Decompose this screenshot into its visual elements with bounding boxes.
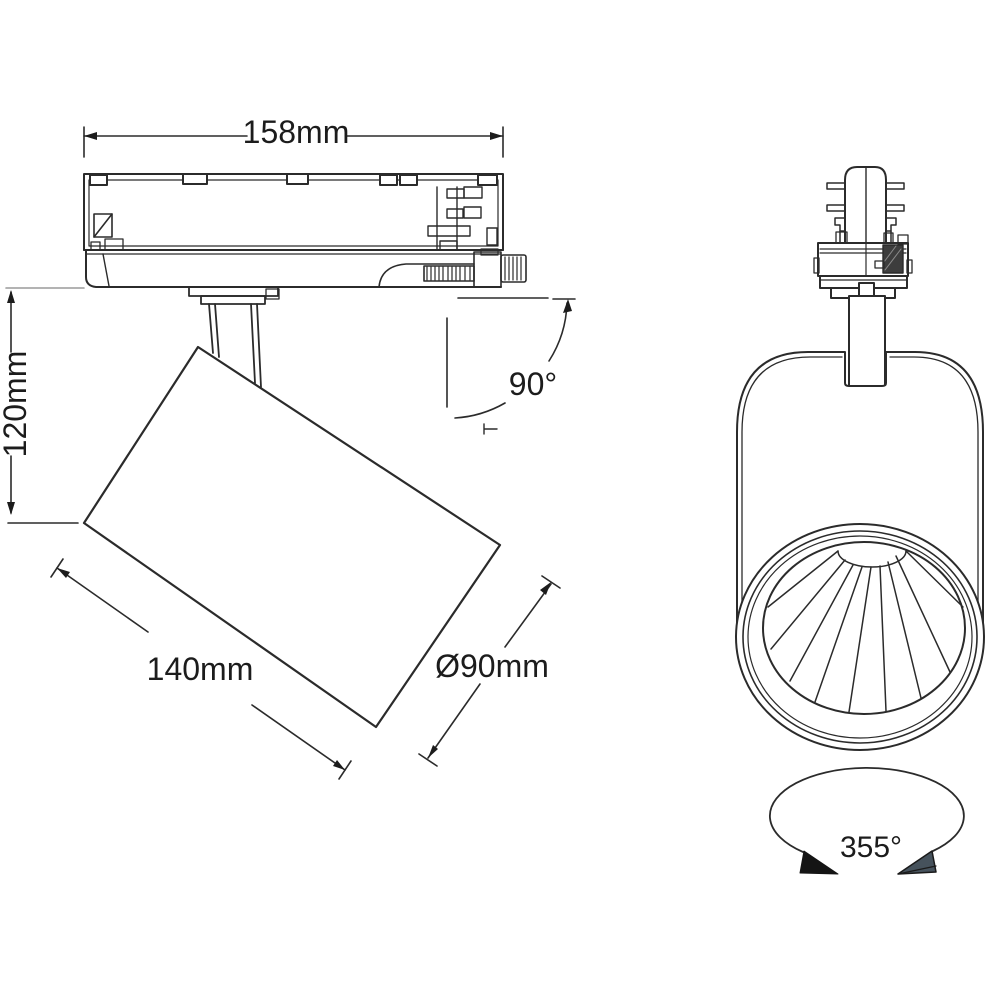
dim-label-track-width: 158mm <box>243 114 350 150</box>
adapter-top-clips <box>89 173 498 186</box>
rotation-355-annotation <box>768 766 965 875</box>
dimension-diameter-90mm <box>418 575 561 767</box>
dim-label-rotation-angle: 355° <box>840 831 902 864</box>
adapter-contact-block <box>427 186 498 251</box>
reflector-rim <box>762 541 966 715</box>
stem-front <box>848 295 886 387</box>
track-adapter-front <box>813 166 913 299</box>
angle-90-annotation <box>446 297 576 435</box>
side-view <box>5 126 576 780</box>
track-adapter-side <box>83 173 527 305</box>
stem-side <box>208 303 262 388</box>
reflector-facets <box>767 550 964 713</box>
front-view <box>735 166 985 875</box>
dimension-140mm <box>50 558 352 780</box>
dim-label-body-length: 140mm <box>147 651 254 687</box>
adapter-mount-plate <box>188 286 280 305</box>
rotation-arrow-left-icon <box>799 850 839 875</box>
dim-label-head-diameter: Ø90mm <box>435 648 549 684</box>
dimension-158mm <box>83 126 504 158</box>
dim-label-tilt-angle: 90° <box>509 366 557 402</box>
dimension-120mm <box>5 287 85 524</box>
lamp-body-side <box>82 345 502 729</box>
dim-label-overall-height: 120mm <box>0 351 33 458</box>
adapter-latch-symbol <box>93 213 113 238</box>
adapter-lock-knob <box>473 248 527 288</box>
adapter-slider-ribs <box>423 265 475 282</box>
